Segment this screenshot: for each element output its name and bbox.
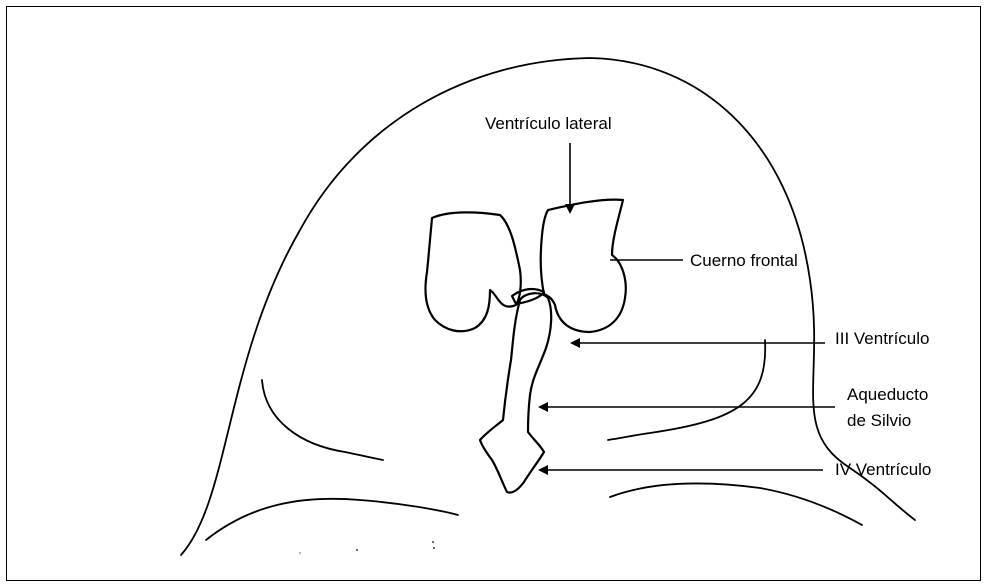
label-fourth-ventricle: IV Ventrículo <box>835 459 931 481</box>
third-ventricle-and-aqueduct <box>480 293 551 492</box>
label-lateral-ventricle: Ventrículo lateral <box>485 113 612 135</box>
speck <box>432 541 434 543</box>
left-lateral-ventricle <box>426 212 521 331</box>
speck <box>356 549 358 551</box>
label-aqueduct-line2: de Silvio <box>847 410 911 432</box>
speck <box>433 547 435 549</box>
label-aqueduct-line1: Aqueducto <box>847 384 928 406</box>
label-third-ventricle: III Ventrículo <box>835 328 930 350</box>
label-frontal-horn: Cuerno frontal <box>690 250 798 272</box>
base-right-arc <box>610 483 862 525</box>
base-left-arc <box>206 499 458 540</box>
speck <box>299 552 300 553</box>
right-temporal-contour <box>608 340 765 440</box>
left-temporal-contour <box>262 380 383 460</box>
right-lateral-ventricle <box>541 200 626 332</box>
